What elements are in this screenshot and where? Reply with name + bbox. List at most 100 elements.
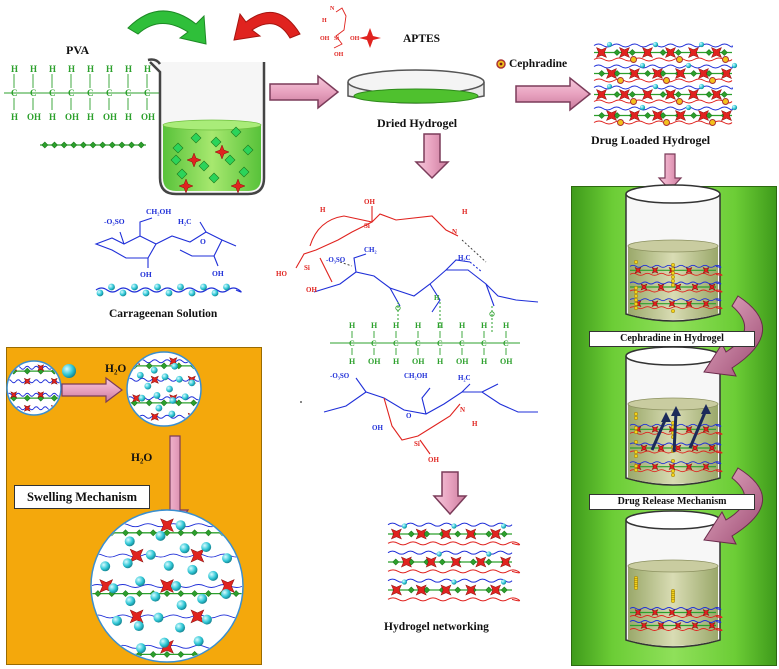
- beaker-diamond-icon: [198, 160, 210, 172]
- water-particle-icon: [168, 410, 176, 418]
- crosslink-star-shape: [642, 89, 653, 100]
- crosslink-star-shape: [440, 584, 452, 596]
- carrageenan-strand: [92, 553, 242, 558]
- water-particle-icon: [125, 596, 136, 607]
- pva-bead-icon: [70, 141, 78, 149]
- crosslink-star-shape: [129, 609, 144, 624]
- crosslink-star-shape: [668, 300, 676, 307]
- water-particle-icon: [153, 612, 164, 623]
- drug-dot-icon: [671, 459, 676, 464]
- carrageenan-bead-icon: [165, 289, 173, 297]
- hydrogel-networking-label: Hydrogel networking: [384, 621, 489, 633]
- crosslink-h-mid: H: [434, 294, 440, 302]
- pva-bead-icon: [485, 530, 493, 538]
- carrageenan-bead-icon: [119, 289, 127, 297]
- pva-bead-icon: [41, 141, 49, 149]
- carrageenan-bead-icon: [131, 283, 138, 291]
- beaker-diamond-icon: [224, 154, 236, 166]
- pva-bead-icon: [108, 141, 116, 149]
- cylinder-rim: [625, 184, 721, 204]
- crosslink-star-shape: [160, 579, 174, 593]
- pva-bead-icon: [160, 362, 168, 370]
- crosslink-n-top: N: [452, 228, 457, 236]
- cylinder-star-icon: [651, 609, 659, 616]
- crosslink-star-shape: [688, 89, 699, 100]
- carrageenan-strand: [629, 423, 722, 427]
- cylinder-liquid: [628, 246, 718, 320]
- water-particle-icon: [175, 622, 186, 633]
- swelling-star-icon: [132, 394, 141, 403]
- water-particle-icon: [175, 520, 186, 531]
- crosslink-star-shape: [640, 283, 648, 291]
- pva-bead-icon: [454, 586, 462, 594]
- pva-top-atom: H: [11, 64, 18, 74]
- network-star-icon: [698, 110, 709, 121]
- crosslink-star-shape: [651, 609, 659, 616]
- water-particle-icon: [122, 558, 133, 569]
- pva-bead-icon: [191, 529, 199, 537]
- pva-bead-icon: [122, 590, 129, 598]
- crosslink-star-shape: [685, 426, 693, 433]
- network-particle-icon: [486, 551, 492, 557]
- release-cylinder: [625, 510, 723, 648]
- pva-bead-icon: [89, 141, 97, 149]
- release-cylinder: [625, 184, 723, 322]
- crosslink-star-shape: [698, 110, 709, 121]
- pva-bead-icon: [705, 49, 713, 56]
- crosslink-star-shape: [711, 89, 722, 100]
- crosslink-star-shape: [640, 622, 648, 629]
- crosslink-star-shape: [702, 300, 710, 307]
- cylinder-star-icon: [657, 444, 665, 452]
- pva-bottom-atom: H: [49, 112, 56, 122]
- beaker-star-icon: [214, 144, 230, 160]
- aptes-oh3: OH: [334, 52, 344, 58]
- drug-dot-icon: [671, 283, 676, 288]
- cylinder-liquid-surface: [627, 239, 719, 253]
- cephradine-in-hydrogel-label: Cephradine in Hydrogel: [589, 331, 755, 347]
- drug-dot-icon: [634, 290, 639, 295]
- swelling-star-icon: [190, 609, 205, 624]
- pva-bead-icon: [137, 141, 145, 149]
- drug-dot-icon: [671, 263, 676, 268]
- water-particle-icon: [150, 591, 161, 602]
- crosslink-star-shape: [668, 609, 676, 616]
- petri-dish: [347, 69, 485, 104]
- pva-carbon: C: [125, 88, 132, 98]
- swelling-water-drop-icon: [62, 364, 76, 378]
- crosslink-pva-carbon: C: [481, 339, 487, 348]
- cylinder-star-icon: [668, 609, 676, 616]
- water-particle-icon: [124, 536, 135, 547]
- crosslinked-structure: OH Si N H H HO Si OH -O₃SO CH₂ H₂C H -O₃…: [276, 198, 539, 464]
- pva-bead-icon: [177, 529, 185, 537]
- crosslink-pva-bottom-atom: H: [393, 357, 400, 366]
- crosslink-star-shape: [425, 556, 437, 568]
- swelling-mechanism-label: Swelling Mechanism: [14, 485, 150, 509]
- release-arrowhead-icon: [661, 412, 671, 422]
- pva-bead-icon: [177, 650, 185, 658]
- crosslink-star-shape: [37, 391, 45, 399]
- pva-bead-icon: [118, 141, 126, 149]
- pva-bead-icon: [613, 70, 621, 77]
- pva-bead-icon: [628, 49, 636, 56]
- crosslink-h-bot: H: [472, 420, 478, 428]
- h2o-top-label: H₂O: [105, 363, 127, 375]
- network-star-icon: [500, 556, 512, 568]
- pva-bead-icon: [163, 590, 171, 598]
- arrow-beaker-to-dish: [269, 74, 340, 110]
- cylinder-star-icon: [634, 267, 642, 274]
- crosslink-star-shape: [390, 584, 402, 596]
- carrageenan-strand: [387, 578, 513, 583]
- network-star-icon: [652, 68, 663, 79]
- pva-top-atom: H: [125, 64, 132, 74]
- pva-top-atom: H: [68, 64, 75, 74]
- network-star-icon: [475, 556, 487, 568]
- network-star-icon: [629, 110, 640, 121]
- small-circle-network: [8, 364, 60, 412]
- crosslink-star-shape: [10, 391, 18, 399]
- network-particle-icon: [731, 62, 738, 69]
- red-curved-arrow: [233, 12, 301, 41]
- network-particle-icon: [606, 83, 613, 90]
- water-particle-icon: [133, 621, 144, 632]
- drug-dot-icon: [634, 298, 639, 303]
